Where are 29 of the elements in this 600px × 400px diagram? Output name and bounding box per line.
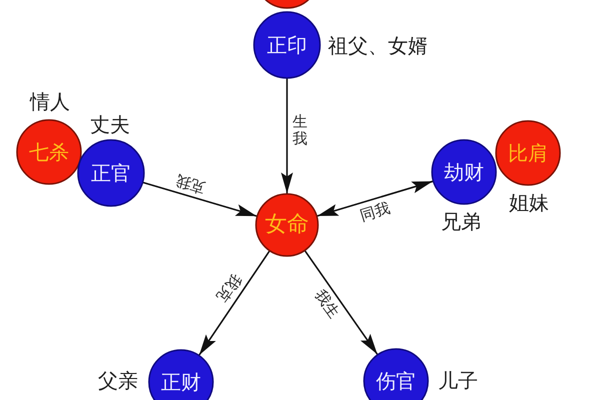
circle-node [495,120,561,186]
arrow [198,250,270,356]
relation-label: 祖父、女婿 [328,34,428,58]
arrow [281,78,293,194]
double-arrow [316,180,434,217]
relation-label: 兄弟 [441,210,481,234]
circle-node [16,119,82,185]
circle-node [255,193,319,257]
arrow [142,182,258,217]
relation-label: 父亲 [98,370,138,392]
node-label: 正财 [161,371,201,393]
edge-label: 同我 [357,199,393,225]
edge-label: 生我 [292,114,308,146]
relation-label: 儿子 [438,370,478,392]
node-label: 伤官 [376,370,416,392]
node-label: 比肩 [508,142,548,164]
node-label: 劫财 [444,161,484,183]
relation-label: 丈夫 [90,114,130,136]
arrow [304,250,378,355]
node-label: 正印 [267,34,307,56]
edge-label: 克我 [173,171,209,197]
relation-label: 情人 [30,90,70,114]
circle-node [253,11,321,79]
circle-node [431,139,497,205]
circle-node [77,139,145,207]
relation-label: 姐妹 [509,192,549,214]
node-label: 女命 [265,212,309,238]
node-label: 七杀 [29,141,69,163]
node-label: 正官 [91,162,131,184]
